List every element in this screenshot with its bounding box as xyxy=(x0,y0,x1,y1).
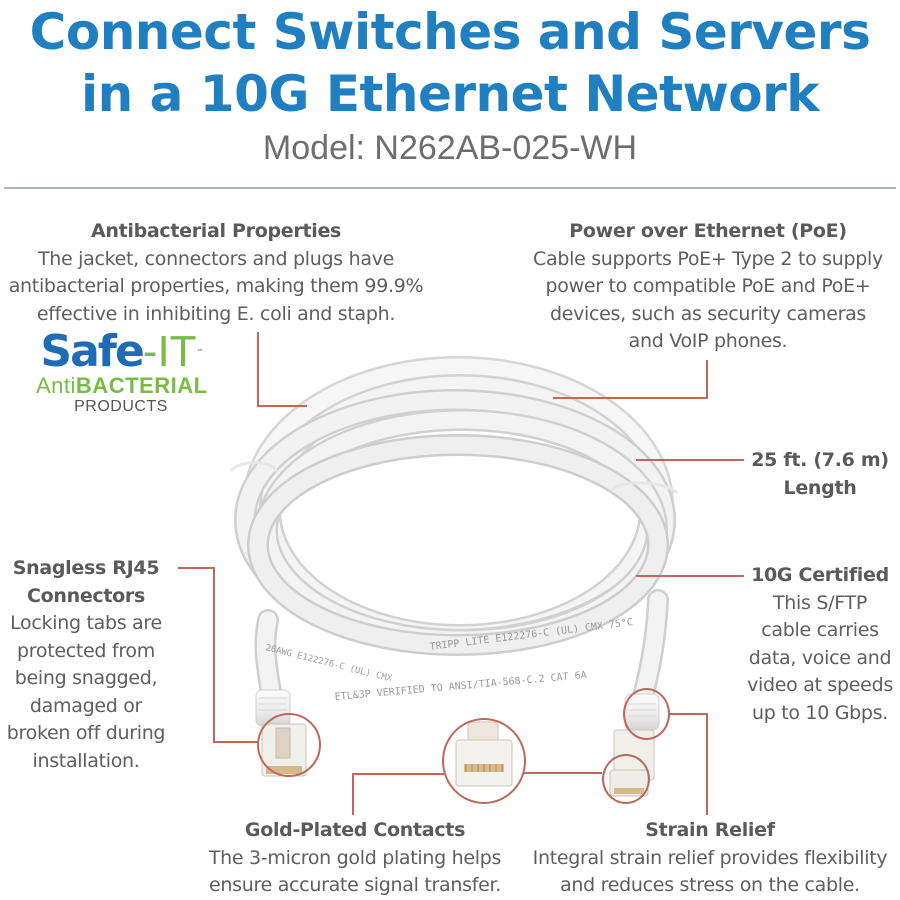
logo-tagline-light: Anti xyxy=(36,373,76,398)
cable-print-3: 26AWG E122276-C (UL) CMX xyxy=(264,643,393,684)
gold-leader-v xyxy=(352,773,354,815)
snagless-leader-v xyxy=(213,567,215,742)
callout-certified: 10G Certified This S/FTP cable carries d… xyxy=(740,562,900,727)
callout-body: This S/FTP cable carries data, voice and… xyxy=(747,591,893,724)
antibacterial-leader-v xyxy=(257,332,259,407)
poe-leader-v xyxy=(706,360,708,398)
snagless-detail-circle xyxy=(257,713,321,777)
callout-body: The jacket, connectors and plugs have an… xyxy=(8,247,424,325)
header-divider xyxy=(4,187,896,189)
callout-poe: Power over Ethernet (PoE) Cable supports… xyxy=(526,218,890,356)
strain-leader-v xyxy=(706,713,708,815)
headline-line-1: Connect Switches and Servers xyxy=(29,3,871,61)
antibacterial-leader-h xyxy=(257,405,307,407)
model-number: Model: N262AB-025-WH xyxy=(262,129,638,167)
safe-it-logo: Safe-IT™ AntiBACTERIAL PRODUCTS xyxy=(36,327,208,416)
snagless-leader-h2 xyxy=(213,741,258,743)
callout-title: Power over Ethernet (PoE) xyxy=(569,220,847,242)
poe-leader-h xyxy=(553,397,708,399)
callout-length: 25 ft. (7.6 m) Length xyxy=(742,447,898,502)
callout-gold: Gold-Plated Contacts The 3-micron gold p… xyxy=(160,817,550,900)
gold-leader-h xyxy=(352,773,444,775)
callout-body: The 3-micron gold plating helps ensure a… xyxy=(208,846,502,897)
strain-leader-h xyxy=(668,713,708,715)
callout-body: Integral strain relief provides flexibil… xyxy=(532,846,888,897)
callout-body: Cable supports PoE+ Type 2 to supply pow… xyxy=(533,247,883,353)
contacts-detail-circle xyxy=(602,754,650,804)
callout-antibacterial: Antibacterial Properties The jacket, con… xyxy=(0,218,432,328)
callout-snagless: Snagless RJ45 Connectors Locking tabs ar… xyxy=(0,555,172,775)
callout-title: Strain Relief xyxy=(645,819,775,841)
callout-body: Locking tabs are protected from being sn… xyxy=(6,612,166,772)
logo-trademark: ™ xyxy=(196,348,204,356)
callout-title: Antibacterial Properties xyxy=(90,220,342,242)
headline-line-2: in a 10G Ethernet Network xyxy=(81,65,819,123)
gold-detail-circle xyxy=(442,718,526,804)
callout-title: Snagless RJ45 Connectors xyxy=(12,557,160,607)
certified-leader xyxy=(636,575,744,577)
strain-detail-circle xyxy=(623,688,670,740)
callout-title: 10G Certified xyxy=(751,564,889,586)
logo-brand-main: Safe xyxy=(40,326,144,377)
gold-to-strain-leader xyxy=(524,772,602,774)
logo-tagline-bold: BACTERIAL xyxy=(75,373,208,398)
logo-brand-suffix: -IT xyxy=(142,327,197,376)
snagless-leader-h1 xyxy=(178,567,215,569)
logo-tagline-sub: PRODUCTS xyxy=(74,398,168,415)
callout-title: 25 ft. (7.6 m) Length xyxy=(751,449,889,499)
callout-title: Gold-Plated Contacts xyxy=(244,819,466,841)
length-leader xyxy=(636,459,744,461)
callout-strain: Strain Relief Integral strain relief pro… xyxy=(500,817,900,900)
